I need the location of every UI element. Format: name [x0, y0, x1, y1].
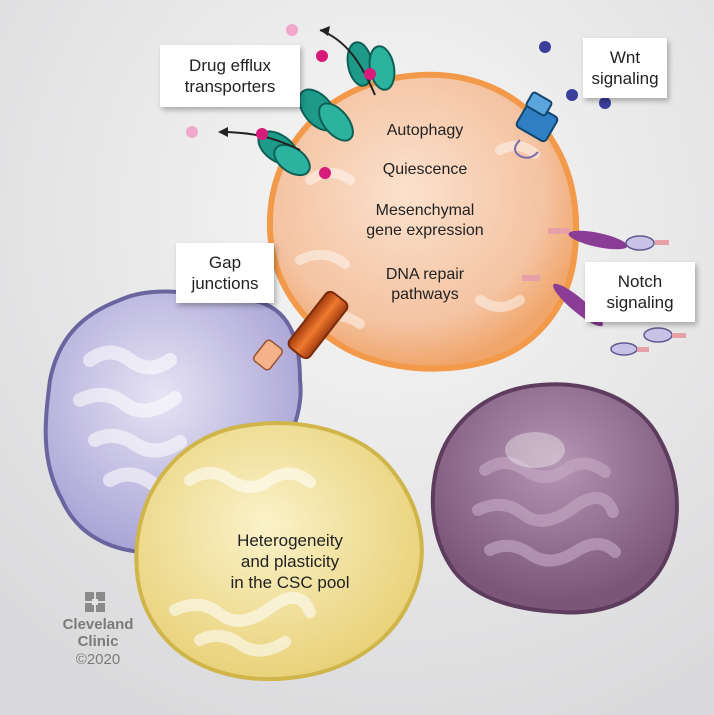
autophagy-line: Autophagy: [386, 122, 464, 139]
mesenchymal-line1: Mesenchymal: [375, 202, 475, 219]
mesenchymal-line2: gene expression: [366, 222, 484, 239]
wnt-label-line2: signaling: [591, 69, 659, 88]
drug-efflux-label: Drug efflux transporters: [160, 45, 300, 107]
mesenchymal-text: Mesenchymal gene expression: [345, 201, 505, 241]
dna-repair-line2: pathways: [391, 286, 459, 303]
notch-label: Notch signaling: [585, 262, 695, 322]
yellow-cell: [134, 421, 424, 681]
drug-efflux-label-line1: Drug efflux: [189, 56, 271, 75]
quiescence-line: Quiescence: [382, 161, 468, 178]
gap-junctions-label-line1: Gap: [208, 253, 242, 272]
notch-label-line1: Notch: [617, 272, 663, 291]
quiescence-text: Quiescence: [355, 160, 495, 180]
notch-label-line2: signaling: [606, 293, 674, 312]
dna-repair-text: DNA repair pathways: [355, 265, 495, 305]
drug-efflux-label-line2: transporters: [184, 77, 276, 96]
csc-pool-line1: Heterogeneity: [237, 531, 343, 550]
autophagy-text: Autophagy: [355, 121, 495, 141]
gap-junction: [252, 290, 349, 371]
wnt-receptor: [514, 91, 559, 159]
drug-molecules: [186, 24, 376, 179]
purple-cell: [430, 382, 679, 615]
logo-name-line2: Clinic: [77, 633, 119, 650]
csc-pool-line3: in the CSC pool: [230, 573, 350, 592]
csc-pool-text: Heterogeneity and plasticity in the CSC …: [210, 530, 370, 593]
logo-name-line1: Cleveland: [62, 616, 134, 633]
drug-efflux-transporters: [218, 26, 396, 177]
cleveland-clinic-mark: [85, 592, 105, 612]
gap-junctions-label-line2: junctions: [191, 274, 259, 293]
dna-repair-line1: DNA repair: [385, 266, 465, 283]
logo-copyright: ©2020: [75, 651, 121, 668]
csc-pool-line2: and plasticity: [240, 552, 340, 571]
wnt-label: Wnt signaling: [583, 38, 667, 98]
gap-junctions-label: Gap junctions: [176, 243, 274, 303]
cleveland-clinic-logo: Cleveland Clinic ©2020: [52, 588, 144, 669]
wnt-label-line1: Wnt: [609, 48, 641, 67]
